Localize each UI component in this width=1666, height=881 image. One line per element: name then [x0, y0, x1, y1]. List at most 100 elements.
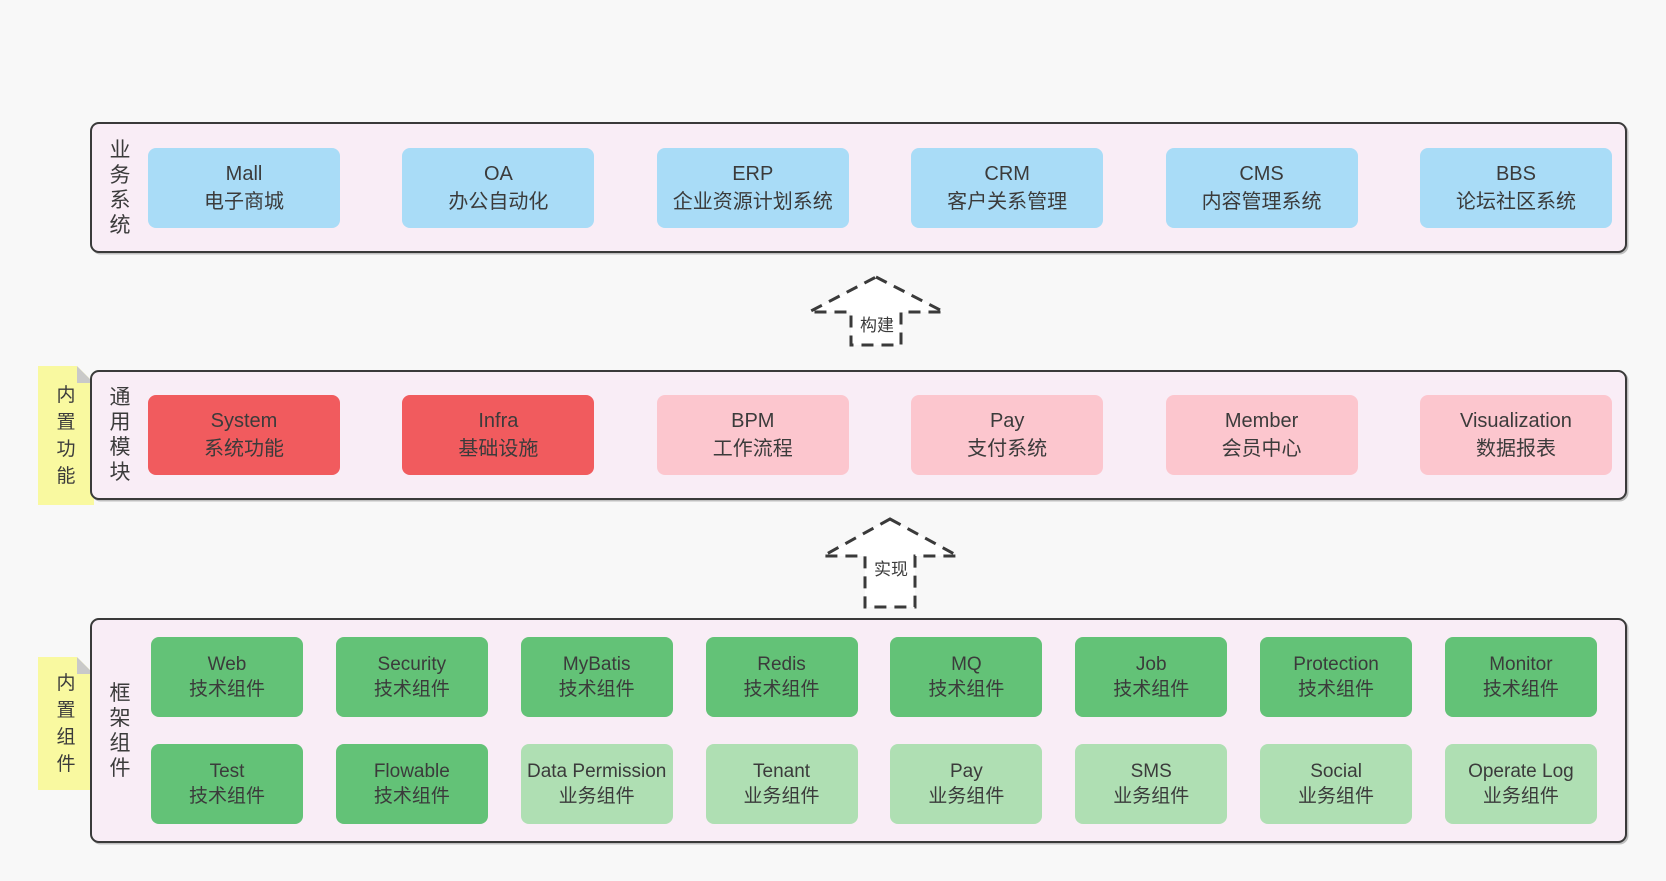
module-subtitle: 技术组件 — [1482, 679, 1559, 700]
module-subtitle: 系统功能 — [204, 438, 284, 460]
module-subtitle: 内容管理系统 — [1201, 190, 1322, 213]
box-pay: Pay 支付系统 — [911, 395, 1104, 475]
module-subtitle: 技术组件 — [1298, 679, 1375, 700]
box-security: Security 技术组件 — [335, 637, 488, 717]
box-tenant: Tenant 业务组件 — [705, 744, 858, 824]
box-mybatis: MyBatis 技术组件 — [520, 637, 673, 717]
box-bpm: BPM 工作流程 — [656, 395, 849, 475]
box-infra: Infra 基础设施 — [402, 395, 595, 475]
box-monitor: Monitor 技术组件 — [1444, 637, 1597, 717]
layer-side-label: 框架组件 — [109, 681, 131, 780]
box-mall: Mall 电子商城 — [148, 147, 340, 228]
module-subtitle: 业务组件 — [1482, 786, 1559, 807]
arrow-up-build: 构建 — [808, 275, 945, 347]
dashed-up-arrow-icon — [808, 275, 945, 347]
module-subtitle: 业务组件 — [1113, 786, 1190, 807]
module-subtitle: 业务组件 — [743, 786, 820, 807]
box-job: Job 技术组件 — [1075, 637, 1228, 717]
sticky-tag-built-in-features: 内置功能 — [38, 366, 94, 505]
module-title: SMS — [1130, 761, 1172, 782]
module-title: Mall — [225, 162, 263, 185]
module-title: Data Permission — [526, 761, 667, 782]
box-system: System 系统功能 — [148, 395, 340, 475]
module-subtitle: 电子商城 — [204, 190, 284, 213]
arrow-up-implement: 实现 — [822, 517, 959, 609]
module-subtitle: 论坛社区系统 — [1455, 190, 1576, 213]
module-title: Social — [1310, 761, 1362, 782]
module-title: Pay — [989, 410, 1025, 432]
box-oa: OA 办公自动化 — [402, 147, 595, 228]
box-pay: Pay 业务组件 — [890, 744, 1043, 824]
box-flowable: Flowable 技术组件 — [335, 744, 488, 824]
module-title: Security — [377, 654, 447, 675]
module-subtitle: 技术组件 — [373, 786, 450, 807]
module-rows: Mall 电子商城 OA 办公自动化 ERP 企业资源计划系统 CRM 客户关系管理 CMS 内容… — [92, 124, 1625, 251]
box-crm: CRM 客户关系管理 — [911, 147, 1104, 228]
module-title: System — [210, 410, 278, 432]
module-subtitle: 会员中心 — [1221, 438, 1302, 460]
module-title: Job — [1135, 654, 1167, 675]
module-subtitle: 业务组件 — [558, 786, 635, 807]
module-title: CMS — [1239, 162, 1284, 185]
module-subtitle: 办公自动化 — [448, 190, 549, 213]
module-title: ERP — [732, 162, 774, 185]
box-protection: Protection 技术组件 — [1260, 637, 1413, 717]
box-operate-log: Operate Log 业务组件 — [1444, 744, 1597, 824]
module-subtitle: 企业资源计划系统 — [672, 190, 833, 213]
box-sms: SMS 业务组件 — [1075, 744, 1228, 824]
layer-side-label: 业务系统 — [109, 138, 131, 237]
module-subtitle: 数据报表 — [1475, 438, 1556, 460]
box-data-permission: Data Permission 业务组件 — [520, 744, 673, 824]
box-redis: Redis 技术组件 — [705, 637, 858, 717]
module-title: Tenant — [753, 761, 811, 782]
module-subtitle: 技术组件 — [558, 679, 635, 700]
module-subtitle: 基础设施 — [458, 438, 539, 460]
sticky-tag-label: 内置功能 — [56, 384, 76, 487]
module-subtitle: 客户关系管理 — [947, 190, 1068, 213]
module-subtitle: 技术组件 — [928, 679, 1005, 700]
box-web: Web 技术组件 — [151, 637, 303, 717]
module-title: MQ — [951, 654, 982, 675]
arrow-label: 构建 — [860, 316, 894, 335]
module-title: CRM — [984, 162, 1030, 185]
module-title: Test — [209, 761, 245, 782]
box-mq: MQ 技术组件 — [890, 637, 1043, 717]
box-social: Social 业务组件 — [1260, 744, 1413, 824]
module-subtitle: 支付系统 — [967, 438, 1048, 460]
module-title: Member — [1224, 410, 1299, 432]
module-subtitle: 技术组件 — [1113, 679, 1190, 700]
arrow-label: 实现 — [874, 560, 908, 579]
module-title: Redis — [757, 654, 806, 675]
box-cms: CMS 内容管理系统 — [1165, 147, 1358, 228]
module-title: Flowable — [373, 761, 450, 782]
module-title: BBS — [1495, 162, 1536, 185]
dashed-up-arrow-icon — [822, 517, 959, 609]
module-subtitle: 工作流程 — [712, 438, 793, 460]
module-subtitle: 技术组件 — [743, 679, 820, 700]
module-subtitle: 业务组件 — [928, 786, 1005, 807]
module-subtitle: 业务组件 — [1298, 786, 1375, 807]
module-subtitle: 技术组件 — [373, 679, 450, 700]
module-subtitle: 技术组件 — [188, 679, 265, 700]
module-title: Operate Log — [1468, 761, 1574, 782]
sticky-tag-built-in-components: 内置组件 — [38, 657, 94, 790]
module-title: Monitor — [1489, 654, 1553, 675]
module-title: Protection — [1293, 654, 1379, 675]
module-title: MyBatis — [562, 654, 631, 675]
layer-business-systems: 业务系统 Mall 电子商城 OA 办公自动化 ERP 企业资源计划系统 CRM 客户关系管理… — [90, 122, 1627, 253]
module-title: Infra — [478, 410, 519, 432]
module-title: BPM — [731, 410, 775, 432]
module-title: Pay — [950, 761, 983, 782]
module-title: Web — [207, 654, 247, 675]
module-subtitle: 技术组件 — [188, 786, 265, 807]
box-member: Member 会员中心 — [1165, 395, 1358, 475]
box-test: Test 技术组件 — [151, 744, 303, 824]
module-row: System 系统功能 Infra 基础设施 BPM 工作流程 Pay 支付系统 Member 会… — [148, 395, 1612, 475]
module-title: OA — [483, 162, 513, 185]
